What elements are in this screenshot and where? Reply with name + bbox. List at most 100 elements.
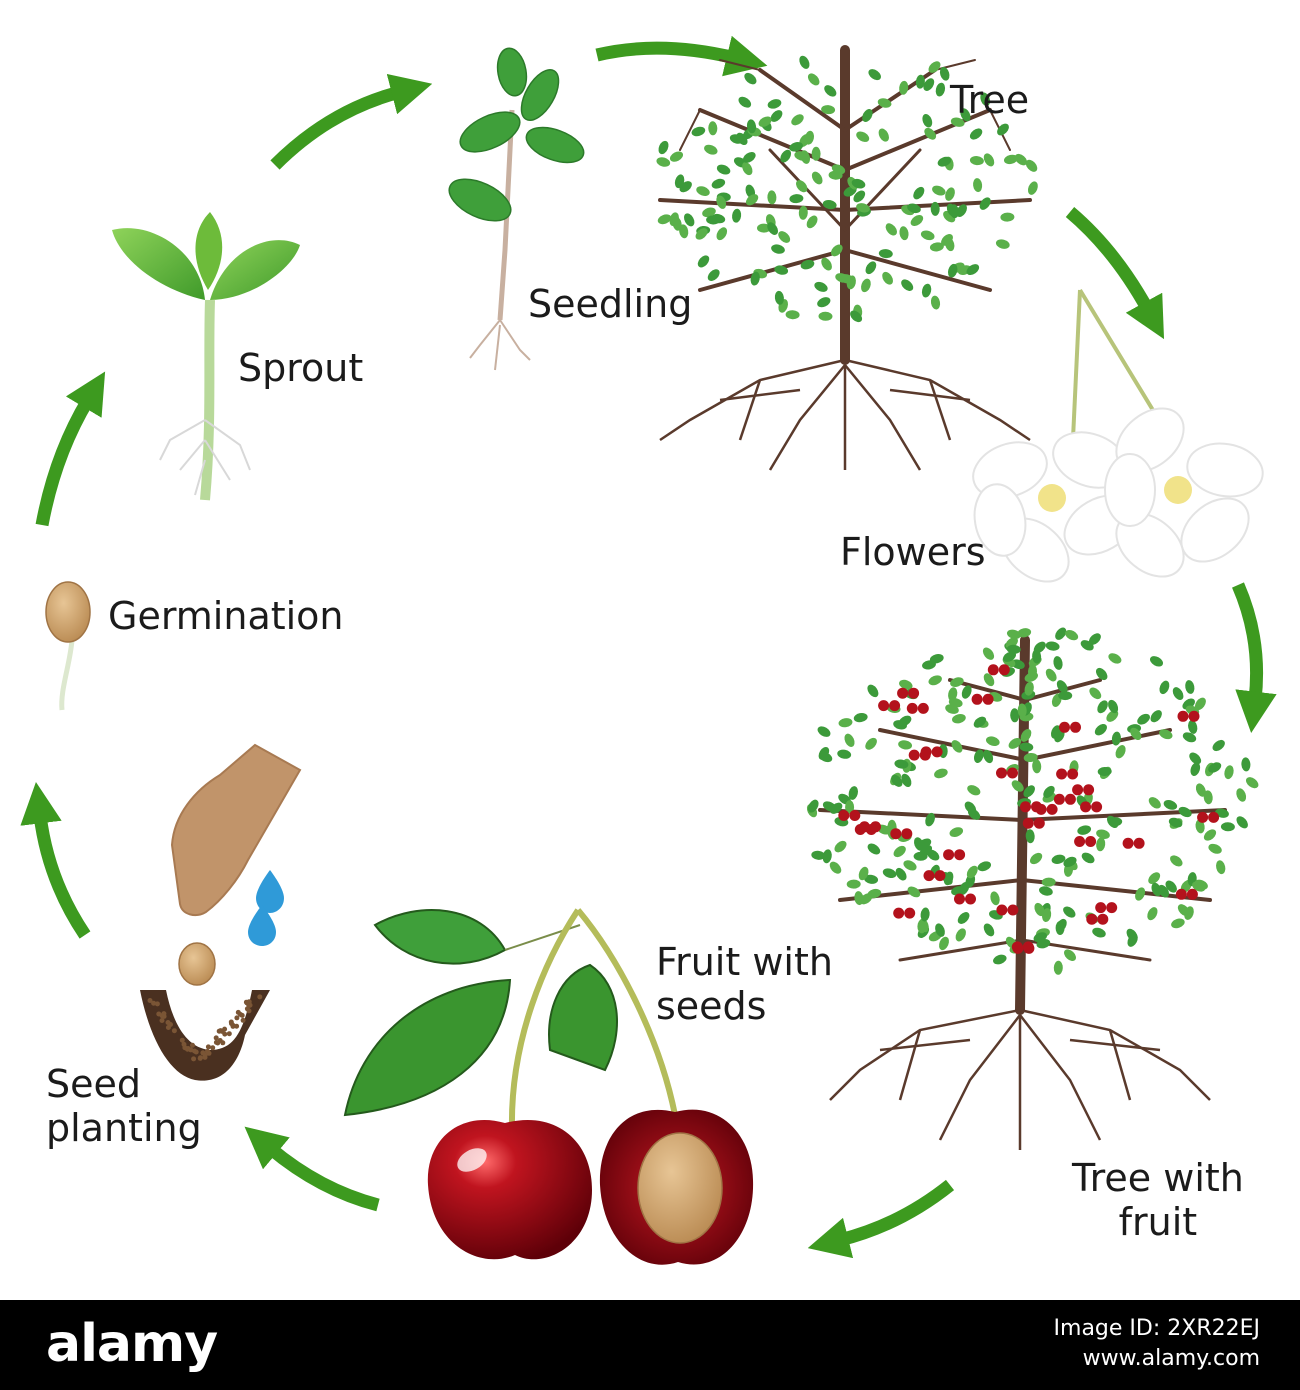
- leaf: [1165, 880, 1177, 893]
- cherry: [1091, 801, 1103, 813]
- leaf: [1158, 884, 1170, 898]
- leaf: [1126, 928, 1138, 942]
- soil-grain: [234, 1015, 240, 1021]
- leaf: [980, 92, 991, 106]
- soil-grain: [257, 994, 263, 1000]
- cherry: [1007, 767, 1018, 779]
- leaf: [691, 126, 706, 137]
- leaf: [789, 194, 804, 204]
- leaf: [1208, 762, 1222, 773]
- soil-grain: [244, 1006, 250, 1012]
- leaf: [746, 119, 757, 134]
- soil-grain: [213, 1039, 219, 1045]
- leaf: [1043, 785, 1055, 798]
- leaf: [1027, 664, 1038, 679]
- cherry: [890, 828, 902, 840]
- leaf: [983, 673, 995, 687]
- leaf: [1025, 159, 1038, 172]
- leaf: [952, 714, 966, 724]
- leaf: [845, 800, 855, 815]
- alamy-logo: alamy: [46, 1314, 218, 1374]
- leaf: [1097, 766, 1112, 777]
- leaf: [806, 215, 818, 229]
- cherry: [904, 907, 916, 919]
- leaf: [744, 72, 757, 85]
- leaf: [1065, 629, 1079, 641]
- cherry: [971, 693, 983, 705]
- leaf: [1108, 699, 1119, 714]
- leaf: [995, 239, 1010, 249]
- leaf: [848, 786, 858, 800]
- leaf: [891, 774, 903, 787]
- leaf: [1168, 817, 1183, 828]
- cherry: [996, 767, 1007, 779]
- cherry: [1085, 836, 1097, 847]
- leaf: [807, 73, 820, 86]
- leaf: [1245, 777, 1259, 789]
- arrow-sprout-to-seedling: [270, 73, 433, 170]
- arrow-fruittree-to-fruit: [807, 1179, 955, 1259]
- leaf: [822, 849, 832, 864]
- leaf: [821, 257, 832, 271]
- arrow-planting-to-germination: [20, 781, 91, 939]
- flower-2: [1104, 407, 1264, 578]
- leaf: [1025, 829, 1035, 844]
- leaf: [950, 117, 965, 127]
- leaf: [774, 290, 784, 305]
- leaf: [1032, 759, 1042, 774]
- leaf: [695, 228, 708, 240]
- leaf: [821, 105, 836, 115]
- cherry: [917, 702, 929, 714]
- leaf: [829, 861, 842, 874]
- leaf: [1208, 843, 1222, 854]
- leaf: [926, 849, 940, 861]
- leaf: [729, 134, 744, 144]
- cherry: [1074, 836, 1086, 847]
- label-tree: Tree: [950, 78, 1030, 122]
- leaf: [865, 737, 877, 750]
- cherry: [1023, 942, 1035, 954]
- leaf: [882, 271, 893, 285]
- diagram-graphics: [20, 35, 1277, 1265]
- leaf: [684, 213, 695, 227]
- soil-grain: [198, 1055, 203, 1061]
- leaf: [1108, 653, 1122, 664]
- leaf: [878, 128, 889, 142]
- leaf: [707, 269, 720, 281]
- cherry: [1086, 913, 1098, 925]
- leaf: [937, 156, 952, 167]
- hand-icon: [170, 743, 302, 917]
- cherry: [1022, 817, 1034, 829]
- leaf: [955, 928, 966, 942]
- cherry: [954, 893, 965, 905]
- leaf: [822, 199, 837, 210]
- leaf: [796, 180, 808, 193]
- cherry: [1007, 904, 1019, 916]
- leaf: [732, 208, 742, 223]
- cherry: [1097, 913, 1109, 925]
- leaf: [758, 116, 772, 127]
- leaf: [1194, 879, 1208, 890]
- leaf: [964, 801, 977, 814]
- leaf: [856, 131, 870, 142]
- leaf: [983, 923, 995, 937]
- cherry: [920, 746, 932, 758]
- cherry: [1033, 817, 1045, 829]
- leaf: [907, 203, 921, 214]
- cherry: [982, 693, 994, 705]
- leaf: [921, 283, 932, 298]
- leaf: [658, 140, 669, 155]
- leaf: [1017, 628, 1032, 638]
- leaf: [1008, 737, 1022, 749]
- leaf: [910, 215, 924, 226]
- cycle-arrows: [20, 35, 1277, 1259]
- leaf: [716, 164, 731, 175]
- leaf: [929, 242, 944, 252]
- soil-texture: [147, 994, 263, 1062]
- cherry: [838, 810, 850, 821]
- leaf: [830, 244, 843, 257]
- leaf: [895, 867, 907, 881]
- leaf: [704, 144, 718, 155]
- leaf: [1055, 921, 1065, 935]
- leaf: [785, 310, 800, 320]
